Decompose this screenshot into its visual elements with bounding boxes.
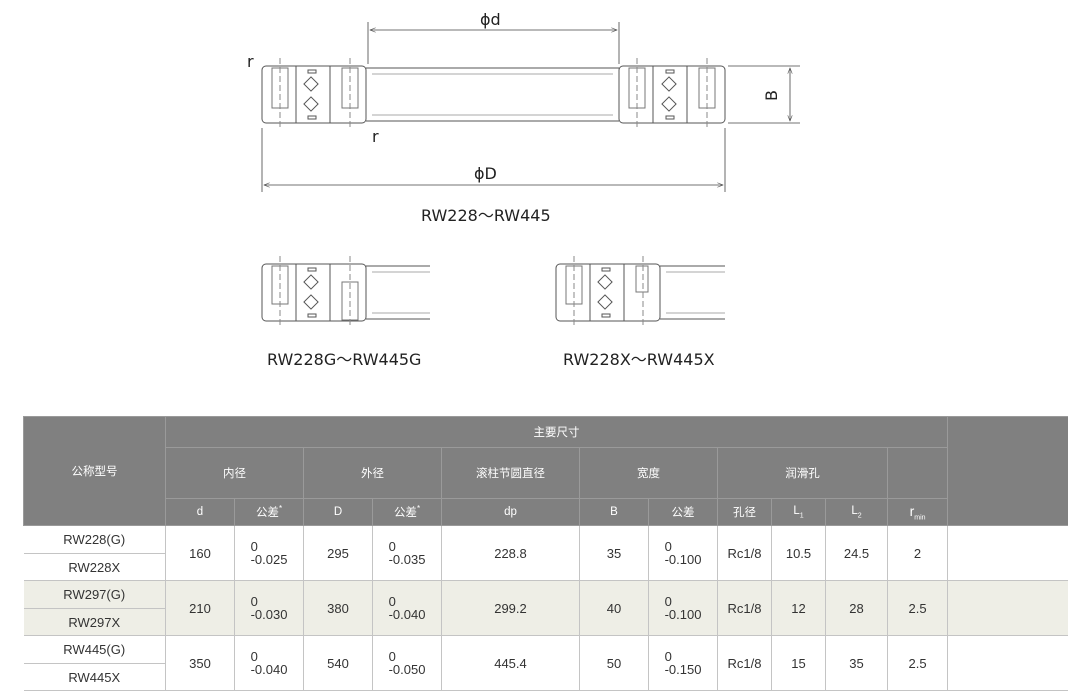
- d-tol-cell: 0-0.040: [234, 635, 304, 691]
- L1-cell: 10.5: [771, 525, 826, 581]
- drawing-area: ϕd ϕD B r r RW228～RW445 RW228G～RW445G RW…: [247, 10, 800, 369]
- x-variant-caption: RW228X～RW445X: [563, 350, 715, 369]
- D-cell: 380: [303, 580, 373, 636]
- model-x-cell: RW228X: [23, 553, 166, 581]
- dp-cell: 299.2: [441, 580, 580, 636]
- g-variant-caption: RW228G～RW445G: [267, 350, 422, 369]
- rmin-header: rmin: [886, 498, 949, 526]
- D-tol-cell: 0-0.050: [372, 635, 442, 691]
- extra-header: [947, 416, 1068, 526]
- hole-dia-header: 孔径: [717, 498, 772, 526]
- L1-header: L1: [771, 498, 826, 526]
- main-dims-header: 主要尺寸: [164, 416, 949, 448]
- hole-dia-cell: Rc1/8: [717, 525, 772, 581]
- outer-dia-header: 外径: [303, 447, 442, 499]
- header-row-2: 内径 外径 滚柱节圆直径 宽度 润滑孔: [24, 447, 1068, 499]
- D-header: D: [303, 498, 373, 526]
- model-x-cell: RW445X: [23, 663, 166, 691]
- model-g-cell: RW228(G): [23, 525, 166, 554]
- right-ring-section: [618, 65, 726, 124]
- B-tol-header: 公差: [648, 498, 718, 526]
- x-variant-view: [555, 256, 725, 328]
- D-tol-cell: 0-0.035: [372, 525, 442, 581]
- d-tol-cell: 0-0.025: [234, 525, 304, 581]
- header-row-1: 公称型号 主要尺寸: [23, 416, 1068, 526]
- dp-header: dp: [441, 498, 580, 526]
- L1-cell: 12: [771, 580, 826, 636]
- d-tol-cell: 0-0.030: [234, 580, 304, 636]
- d-tol-header: 公差*: [234, 498, 304, 526]
- main-section-view: [261, 58, 726, 130]
- d-cell: 210: [165, 580, 235, 636]
- L1-cell: 15: [771, 635, 826, 691]
- outer-radius-label: r: [247, 52, 254, 71]
- outer-diameter-label: ϕD: [474, 164, 497, 183]
- model-header: 公称型号: [23, 416, 166, 526]
- right-rollers: [661, 69, 677, 120]
- D-cell: 540: [303, 635, 373, 691]
- pitch-dia-header: 滚柱节圆直径: [441, 447, 580, 499]
- B-cell: 50: [579, 635, 649, 691]
- hole-dia-cell: Rc1/8: [717, 580, 772, 636]
- B-header: B: [579, 498, 649, 526]
- bearing-drawings: [261, 22, 800, 328]
- model-g-cell: RW297(G): [23, 580, 166, 609]
- L2-header: L2: [825, 498, 888, 526]
- L2-cell: 35: [825, 635, 888, 691]
- d-cell: 350: [165, 635, 235, 691]
- B-cell: 40: [579, 580, 649, 636]
- dp-cell: 228.8: [441, 525, 580, 581]
- table-row: RW297X: [23, 608, 1068, 636]
- main-caption: RW228～RW445: [421, 206, 551, 225]
- d-cell: 160: [165, 525, 235, 581]
- L2-cell: 24.5: [825, 525, 888, 581]
- width-header: 宽度: [579, 447, 718, 499]
- B-tol-cell: 0-0.100: [648, 525, 718, 581]
- rmin-cell: 2.5: [886, 580, 949, 636]
- D-cell: 295: [303, 525, 373, 581]
- d-header: d: [165, 498, 235, 526]
- g-variant-view: [261, 256, 430, 328]
- width-label: B: [761, 90, 781, 101]
- left-ring-section: [261, 65, 367, 124]
- extra-cell: [947, 580, 1068, 636]
- table-row: RW445X: [23, 663, 1068, 691]
- rmin-cell: 2.5: [886, 635, 949, 691]
- rmin-group-header: [886, 447, 949, 499]
- extra-cell: [947, 635, 1068, 691]
- inner-dia-header: 内径: [165, 447, 304, 499]
- bore-label: ϕd: [480, 10, 501, 29]
- spec-table: 公称型号 主要尺寸 内径 外径 滚柱节圆直径 宽度 润滑孔 d 公差* D 公差…: [23, 416, 1068, 691]
- D-tol-cell: 0-0.040: [372, 580, 442, 636]
- model-x-cell: RW297X: [23, 608, 166, 636]
- B-tol-cell: 0-0.100: [648, 580, 718, 636]
- rmin-cell: 2: [886, 525, 949, 581]
- left-rollers: [303, 69, 319, 120]
- extra-cell: [947, 525, 1068, 581]
- header-row-3: d 公差* D 公差* dp B 公差 孔径 L1 L2 rmin: [24, 498, 1068, 526]
- B-tol-cell: 0-0.150: [648, 635, 718, 691]
- B-cell: 35: [579, 525, 649, 581]
- dp-cell: 445.4: [441, 635, 580, 691]
- L2-cell: 28: [825, 580, 888, 636]
- hole-dia-cell: Rc1/8: [717, 635, 772, 691]
- dimension-lines: [261, 22, 800, 192]
- model-g-cell: RW445(G): [23, 635, 166, 664]
- lube-hole-header: 润滑孔: [717, 447, 888, 499]
- D-tol-header: 公差*: [372, 498, 442, 526]
- inner-radius-label: r: [372, 127, 379, 146]
